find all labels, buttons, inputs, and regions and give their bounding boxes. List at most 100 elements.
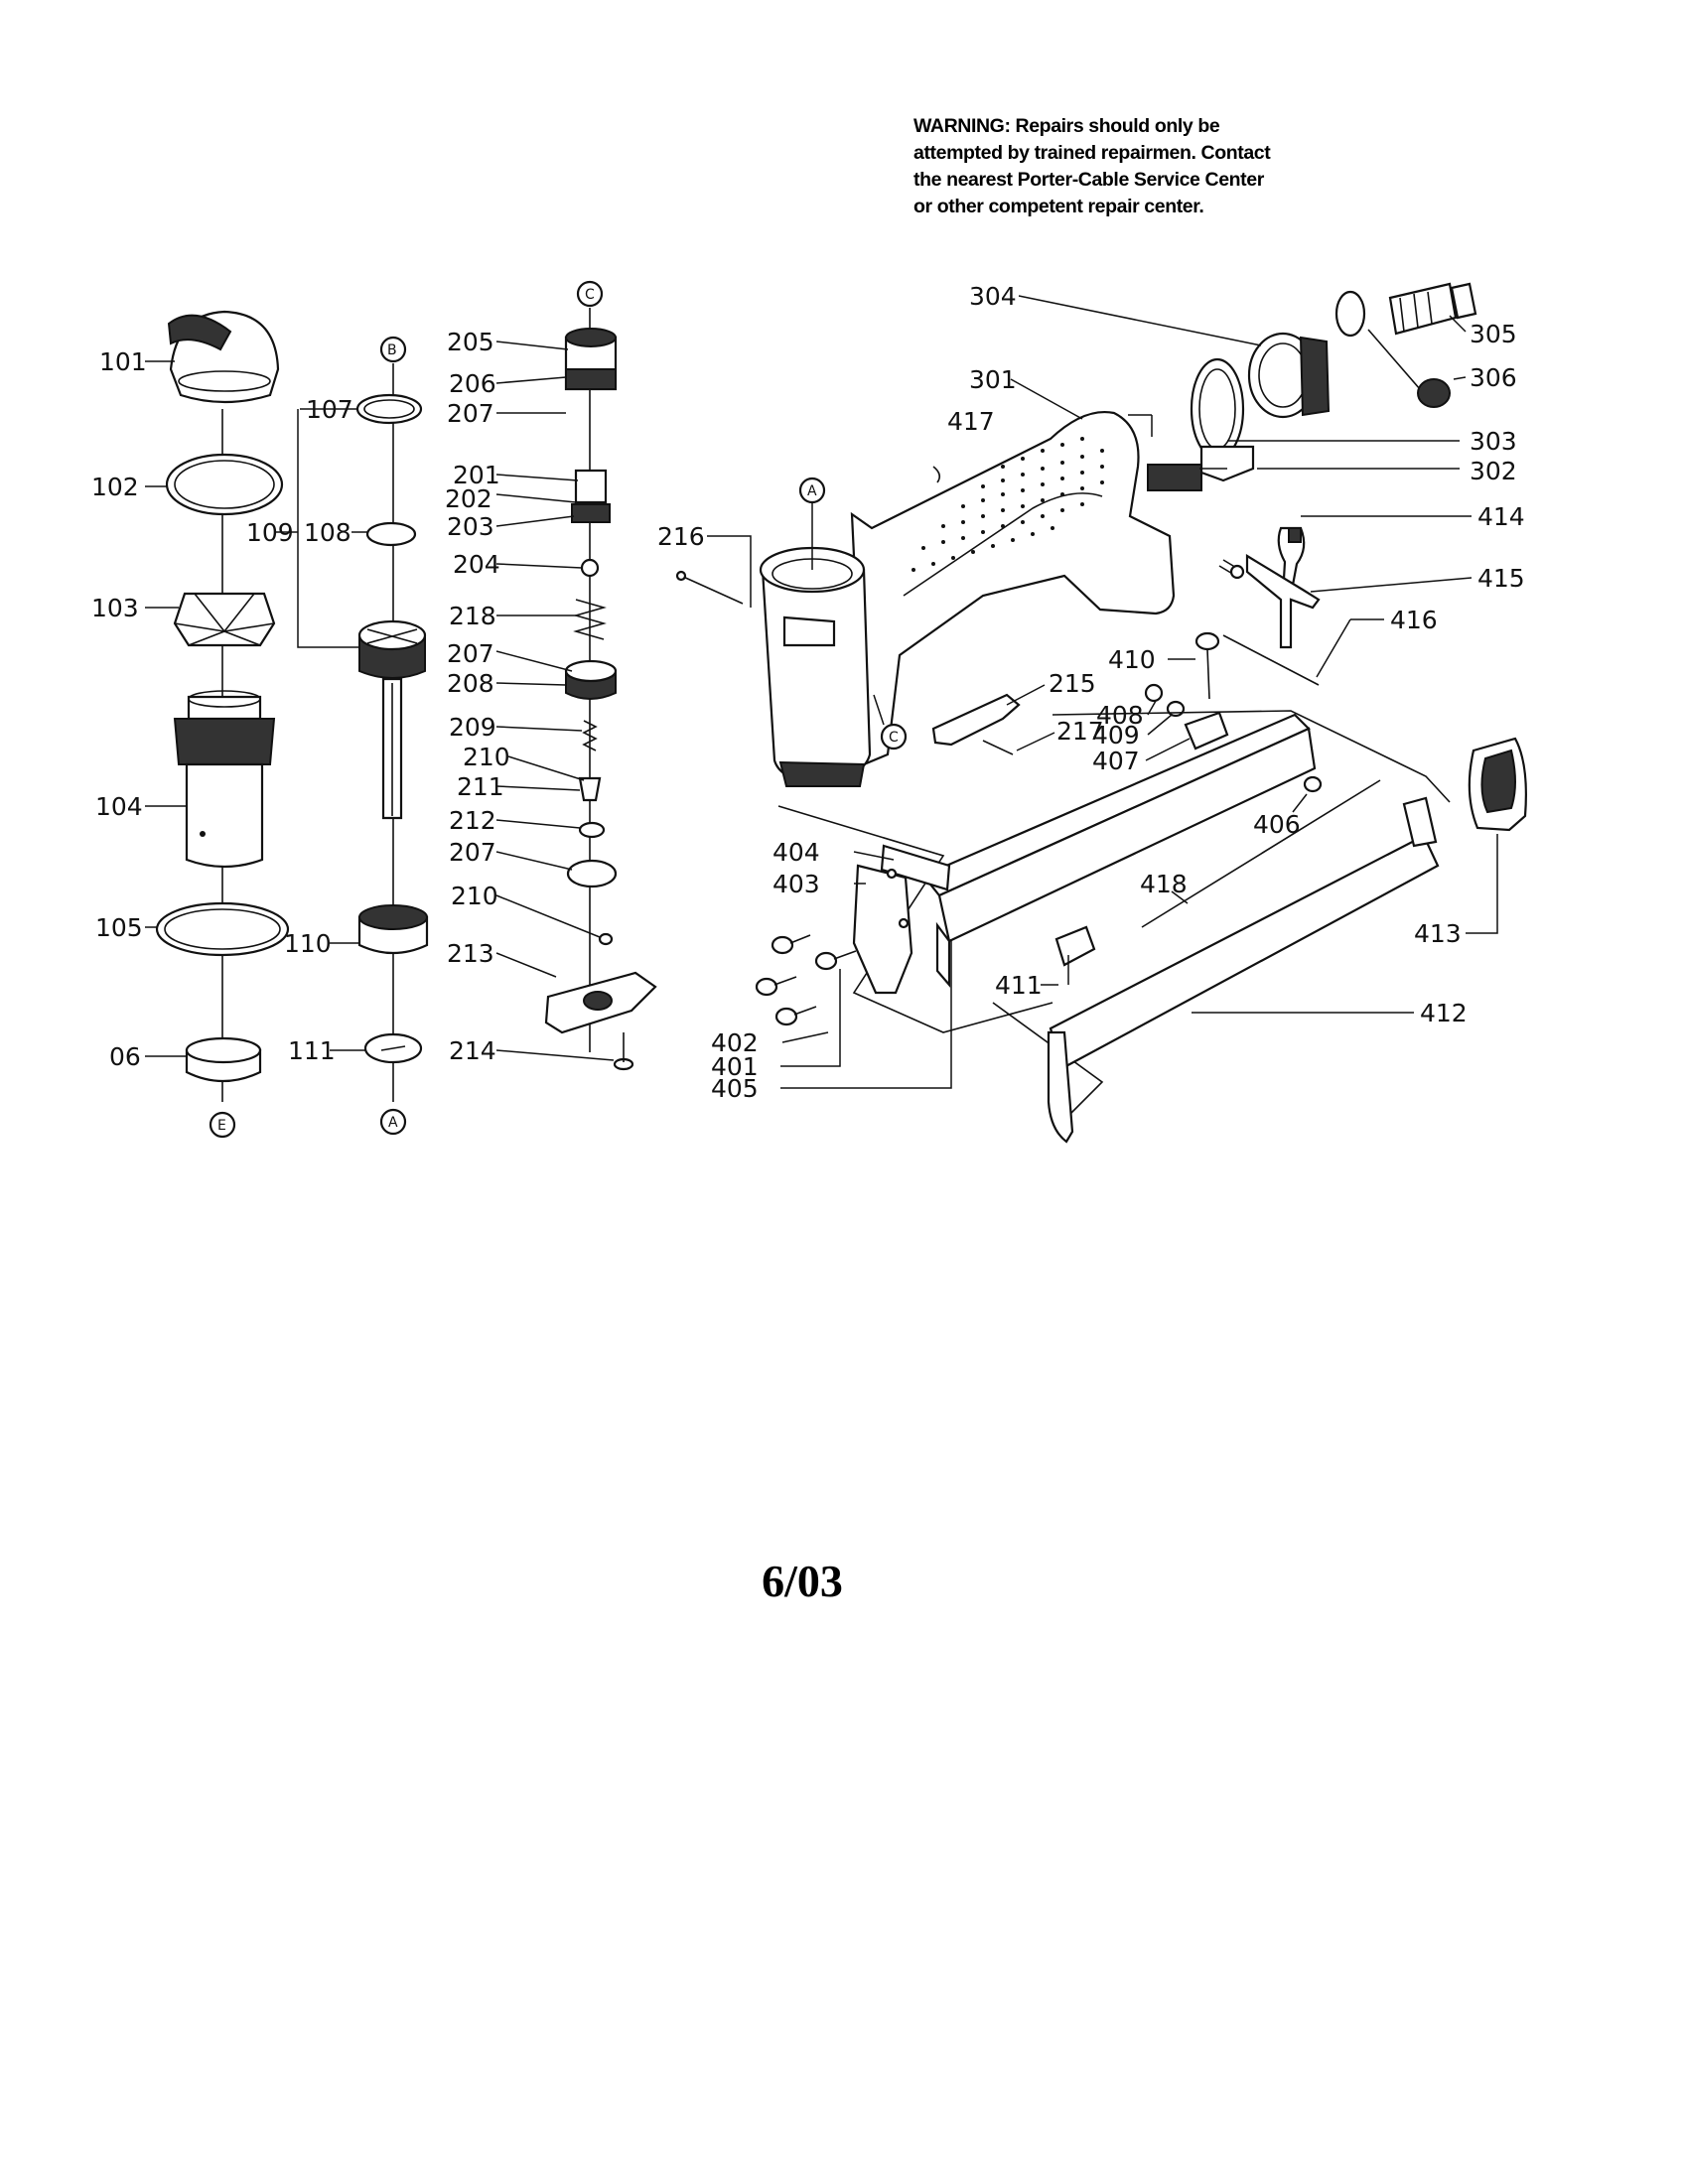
callout-201: 201 — [453, 461, 500, 489]
part-407-latch — [1184, 711, 1229, 751]
magazine-assembly — [755, 710, 1527, 1144]
part-303-bracket — [1190, 357, 1255, 482]
callout-401: 401 — [711, 1052, 759, 1081]
callout-212: 212 — [449, 806, 496, 835]
part-210-o-ring — [598, 932, 614, 946]
callout-216: 216 — [657, 522, 705, 551]
part-306-dust-cap — [1367, 329, 1451, 408]
callout-304: 304 — [969, 282, 1017, 311]
callout-407: 407 — [1092, 747, 1140, 775]
callout-306: 306 — [1470, 363, 1517, 392]
callout-218: 218 — [449, 602, 496, 630]
part-201-valve-stem — [571, 469, 611, 523]
callout-412: 412 — [1420, 999, 1468, 1027]
callout-206: 206 — [449, 369, 496, 398]
callout-404: 404 — [772, 838, 820, 867]
callout-207-b: 207 — [447, 639, 494, 668]
part-104-cylinder — [173, 690, 276, 869]
callout-102: 102 — [91, 473, 139, 501]
ref-circle-a-bottom — [379, 1108, 407, 1136]
part-217-screw — [982, 740, 1014, 755]
part-205-valve-cap — [564, 328, 618, 391]
warning-line-1: WARNING: Repairs should only be — [913, 115, 1220, 137]
callout-111: 111 — [288, 1036, 336, 1065]
callout-408: 408 — [1096, 701, 1144, 730]
callout-409: 409 — [1092, 721, 1140, 750]
callout-217: 217 — [1056, 717, 1104, 746]
callout-211: 211 — [457, 772, 504, 801]
part-412-magazine — [1049, 834, 1440, 1070]
tool-nose-cylinder — [759, 500, 872, 787]
warning-notice: WARNING: Repairs should only be attempte… — [913, 113, 1450, 220]
part-413-end-cap — [1468, 737, 1527, 832]
callout-103: 103 — [91, 594, 139, 622]
handle-grip-dots — [912, 437, 1104, 572]
callout-205: 205 — [447, 328, 494, 356]
part-415-trigger-lever — [1218, 554, 1321, 649]
ref-circle-c-top — [576, 280, 604, 308]
callout-107: 107 — [306, 395, 353, 424]
callout-416: 416 — [1390, 606, 1438, 634]
callout-110: 110 — [284, 929, 332, 958]
part-213-valve-plate — [544, 971, 657, 1034]
part-212-washer — [578, 821, 606, 839]
part-105-o-ring — [155, 901, 290, 957]
callout-208: 208 — [447, 669, 494, 698]
callout-302: 302 — [1470, 457, 1517, 485]
callout-215: 215 — [1049, 669, 1096, 698]
warning-line-3: the nearest Porter-Cable Service Center — [913, 169, 1264, 191]
callout-406: 406 — [1253, 810, 1301, 839]
column-cap-cylinder — [155, 310, 290, 1139]
part-416-pin — [1222, 634, 1320, 686]
part-304-end-cap — [1247, 332, 1331, 419]
callout-209: 209 — [449, 713, 496, 742]
callout-410: 410 — [1108, 645, 1156, 674]
warning-line-2: attempted by trained repairmen. Contact — [913, 142, 1271, 164]
part-301-body-handle — [850, 411, 1176, 766]
leader-lines — [145, 295, 1498, 1089]
callout-101: 101 — [99, 347, 147, 376]
callout-labels: 101 102 103 104 105 06 107 109 108 110 1… — [91, 282, 1525, 1103]
callout-204: 204 — [453, 550, 500, 579]
callout-414: 414 — [1477, 502, 1525, 531]
part-209-spring — [582, 720, 598, 751]
column-piston-driver — [355, 336, 429, 1136]
part-409-washer — [1166, 700, 1186, 718]
revision-date: 6/03 — [762, 1556, 843, 1606]
ref-letter-c-tool: C — [889, 730, 899, 746]
tool-body-assembly — [675, 282, 1527, 1144]
callout-405: 405 — [711, 1074, 759, 1103]
column-valve-stack — [544, 280, 657, 1071]
callout-109: 109 — [246, 518, 294, 547]
part-108-o-ring — [365, 521, 417, 547]
callout-207-c: 207 — [449, 838, 496, 867]
callout-105: 105 — [95, 913, 143, 942]
part-103-deflector — [173, 592, 276, 647]
ref-circle-a-tool — [798, 477, 826, 504]
ref-circle-e — [209, 1111, 236, 1139]
part-214-screw — [613, 1032, 634, 1071]
callout-207-a: 207 — [447, 399, 494, 428]
part-215-guide — [931, 693, 1021, 747]
part-207-o-ring — [566, 859, 618, 888]
callout-411: 411 — [995, 971, 1043, 1000]
callout-213: 213 — [447, 939, 494, 968]
part-411-follower — [1054, 925, 1096, 967]
callout-108: 108 — [304, 518, 351, 547]
part-403-nose-plate — [852, 844, 951, 995]
part-101-exhaust-cap — [167, 310, 280, 404]
part-208-valve-body — [564, 659, 618, 700]
part-109-piston-driver — [357, 619, 427, 820]
ref-letter-b: B — [387, 342, 397, 358]
warning-line-4: or other competent repair center. — [913, 196, 1204, 217]
callout-202: 202 — [445, 484, 492, 513]
callout-413: 413 — [1414, 919, 1462, 948]
ref-circle-b — [379, 336, 407, 363]
callout-203: 203 — [447, 512, 494, 541]
callout-415: 415 — [1477, 564, 1525, 593]
part-111-seal-disc — [363, 1032, 423, 1064]
callout-214: 214 — [449, 1036, 496, 1065]
callout-210-b: 210 — [451, 882, 498, 910]
part-110-bumper — [357, 904, 429, 955]
part-102-o-ring — [165, 453, 284, 516]
